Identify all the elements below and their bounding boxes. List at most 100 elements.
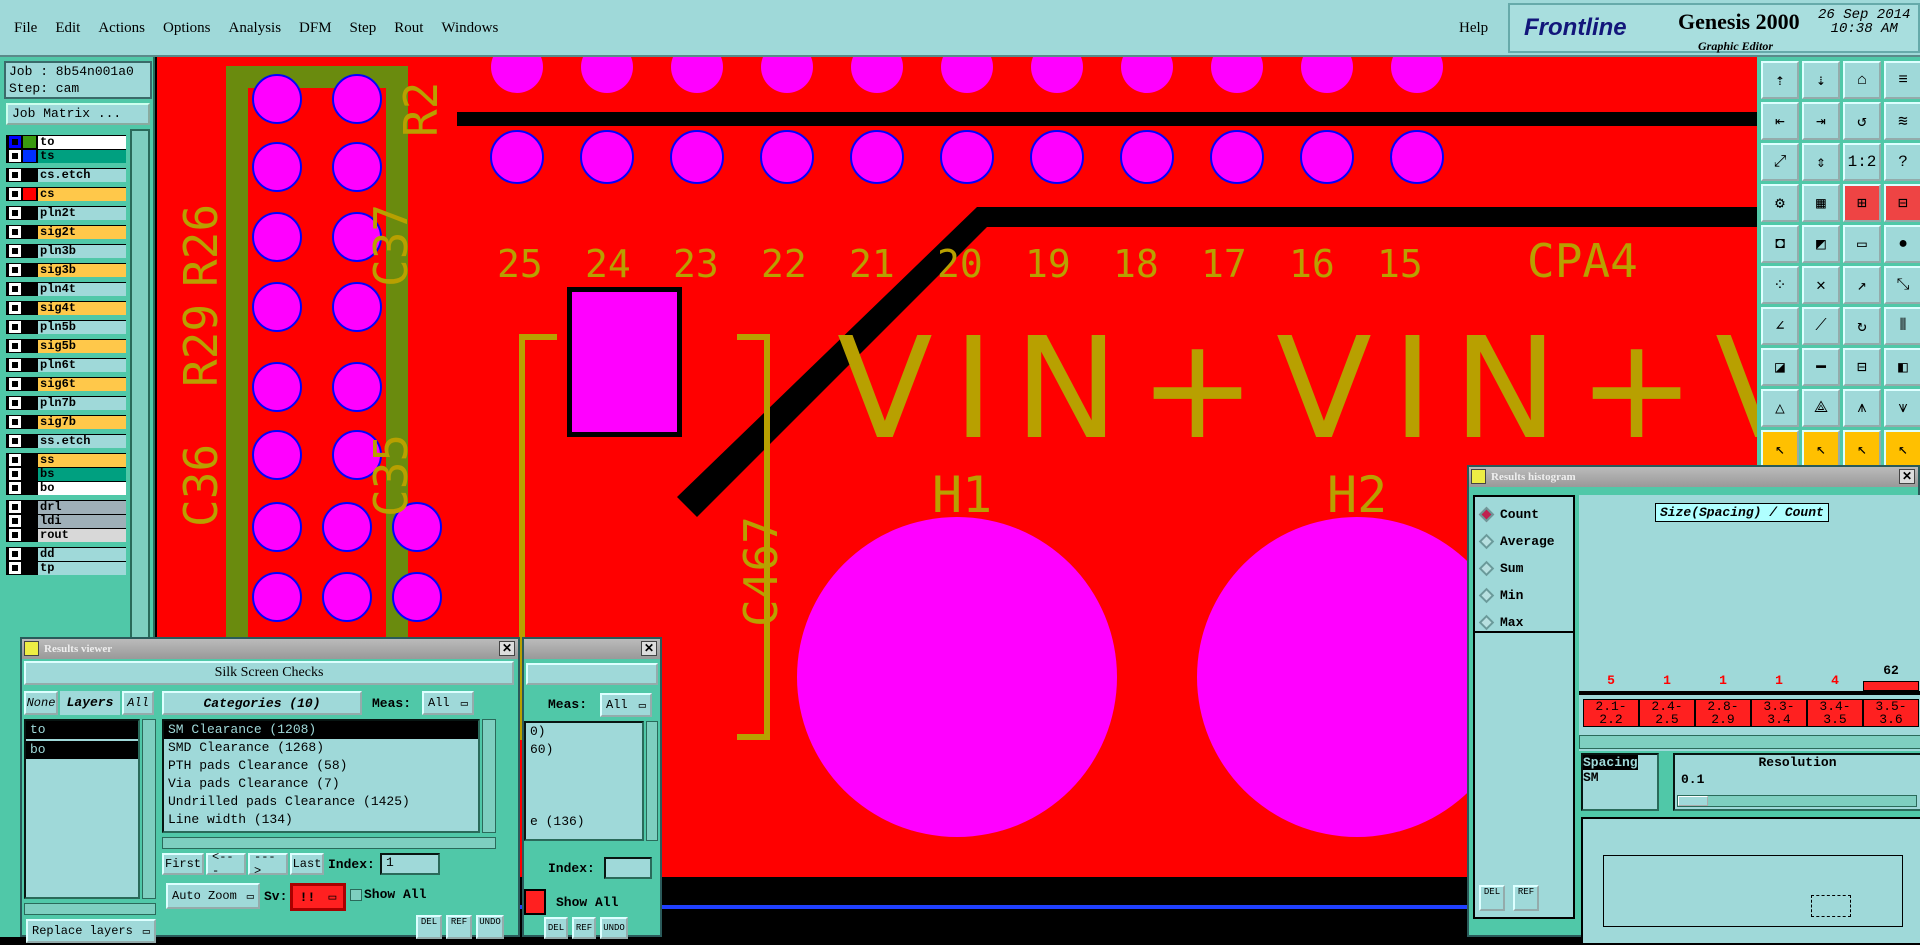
categories-button[interactable]: Categories (10) [162, 691, 362, 715]
meas-dropdown[interactable]: All▭ [600, 693, 652, 717]
layer-name[interactable]: sig4t [38, 301, 126, 315]
severity-dropdown[interactable] [524, 889, 546, 915]
first-button[interactable]: First [162, 853, 204, 875]
tool-button-icon-37[interactable]: ↖ [1761, 430, 1799, 468]
tool-button-icon-30[interactable]: ━ [1802, 348, 1840, 386]
layer-name[interactable]: pln7b [38, 396, 126, 410]
tool-button-icon-32[interactable]: ◧ [1884, 348, 1920, 386]
menu-windows[interactable]: Windows [441, 20, 499, 36]
del-button[interactable]: DEL [1479, 885, 1505, 911]
tool-button-icon-40[interactable]: ↖ [1884, 430, 1920, 468]
layer-row-pln2t[interactable]: pln2t [6, 206, 126, 220]
layer-row-cs.etch[interactable]: cs.etch [6, 168, 126, 182]
layer-checkbox[interactable] [9, 482, 21, 494]
layer-checkbox[interactable] [9, 454, 21, 466]
tool-button-icon-38[interactable]: ↖ [1802, 430, 1840, 468]
tool-button-icon-11[interactable]: 1:2 [1843, 143, 1881, 181]
layer-checkbox[interactable] [9, 188, 21, 200]
layer-row-tp[interactable]: tp [6, 561, 126, 575]
layer-name[interactable]: sig5b [38, 339, 126, 353]
list-item[interactable]: e (136) [530, 814, 585, 829]
layer-checkbox[interactable] [9, 529, 21, 541]
all-button[interactable]: All [122, 691, 154, 715]
last-button[interactable]: Last [290, 853, 324, 875]
index-input[interactable] [604, 857, 652, 879]
layer-row-ldi[interactable]: ldi [6, 514, 126, 528]
tool-button-icon-4[interactable]: ≡ [1884, 61, 1920, 99]
layer-checkbox[interactable] [9, 378, 21, 390]
tool-button-icon-24[interactable]: ⤡ [1884, 266, 1920, 304]
layer-name[interactable]: sig7b [38, 415, 126, 429]
layer-row-pln3b[interactable]: pln3b [6, 244, 126, 258]
tool-button-icon-21[interactable]: ⁘ [1761, 266, 1799, 304]
ref-button[interactable]: REF [446, 915, 472, 939]
menu-step[interactable]: Step [349, 20, 377, 36]
del-button[interactable]: DEL [544, 917, 568, 939]
option-sum[interactable]: Sum [1475, 555, 1573, 582]
layer-row-pln4t[interactable]: pln4t [6, 282, 126, 296]
tool-button-icon-35[interactable]: ⩚ [1843, 389, 1881, 427]
layer-name[interactable]: sig6t [38, 377, 126, 391]
tool-button-icon-14[interactable]: ▦ [1802, 184, 1840, 222]
tool-button-icon-7[interactable]: ↺ [1843, 102, 1881, 140]
overview-viewport[interactable] [1811, 895, 1851, 917]
layer-row-ss[interactable]: ss [6, 453, 126, 467]
tool-button-icon-34[interactable]: ⟁ [1802, 389, 1840, 427]
layer-checkbox[interactable] [9, 264, 21, 276]
menu-analysis[interactable]: Analysis [228, 20, 282, 36]
category-item[interactable]: Via pads Clearance (7) [168, 776, 340, 791]
layer-name[interactable]: sig2t [38, 225, 126, 239]
layer-name[interactable]: dd [38, 547, 126, 561]
category-list[interactable]: SM Clearance (1208)SMD Clearance (1268)P… [162, 719, 480, 833]
layer-row-pln7b[interactable]: pln7b [6, 396, 126, 410]
layer-name[interactable]: ss [38, 453, 126, 467]
tool-button-icon-39[interactable]: ↖ [1843, 430, 1881, 468]
layer-name[interactable]: pln3b [38, 244, 126, 258]
layer-row-sig6t[interactable]: sig6t [6, 377, 126, 391]
list-item[interactable]: SM [1583, 770, 1599, 785]
tool-button-icon-16[interactable]: ⊟ [1884, 184, 1920, 222]
show-all-checkbox[interactable]: Show All [556, 895, 619, 910]
layer-name[interactable]: pln2t [38, 206, 126, 220]
meas-dropdown[interactable]: All▭ [422, 691, 474, 715]
option-max[interactable]: Max [1475, 609, 1573, 636]
layer-name[interactable]: bo [38, 481, 126, 495]
category-list[interactable]: 0) 60) e (136) [524, 721, 644, 841]
tool-button-icon-18[interactable]: ◩ [1802, 225, 1840, 263]
layer-checkbox[interactable] [9, 226, 21, 238]
tool-button-icon-6[interactable]: ⇥ [1802, 102, 1840, 140]
layer-checkbox[interactable] [9, 340, 21, 352]
layer-checkbox[interactable] [9, 562, 21, 574]
undo-button[interactable]: UNDO [476, 915, 504, 939]
layer-row-sig2t[interactable]: sig2t [6, 225, 126, 239]
menu-edit[interactable]: Edit [55, 20, 81, 36]
layer-row-drl[interactable]: drl [6, 500, 126, 514]
category-item[interactable]: Line width (134) [168, 812, 293, 827]
tool-button-icon-20[interactable]: ● [1884, 225, 1920, 263]
del-button[interactable]: DEL [416, 915, 442, 939]
layer-row-bs[interactable]: bs [6, 467, 126, 481]
replace-layers-dropdown[interactable]: Replace layers▭ [26, 919, 156, 943]
ref-button[interactable]: REF [572, 917, 596, 939]
layer-checkbox[interactable] [9, 136, 21, 148]
layer-name[interactable]: pln4t [38, 282, 126, 296]
option-average[interactable]: Average [1475, 528, 1573, 555]
close-icon[interactable]: ✕ [641, 641, 657, 656]
layer-name[interactable]: cs.etch [38, 168, 126, 182]
layer-row-dd[interactable]: dd [6, 547, 126, 561]
tool-button-icon-5[interactable]: ⇤ [1761, 102, 1799, 140]
category-item[interactable]: Undrilled pads Clearance (1425) [168, 794, 410, 809]
layer-name[interactable]: pln6t [38, 358, 126, 372]
measure-list[interactable]: Spacing SM [1581, 753, 1659, 811]
list-item[interactable]: 0) [530, 724, 546, 739]
layer-name[interactable]: drl [38, 500, 126, 514]
list-item[interactable]: bo [26, 741, 138, 759]
layer-row-cs[interactable]: cs [6, 187, 126, 201]
layer-checkbox[interactable] [9, 207, 21, 219]
layer-name[interactable]: cs [38, 187, 126, 201]
list-item[interactable]: 60) [530, 742, 554, 757]
prev-button[interactable]: <--- [206, 850, 246, 878]
layer-results-list[interactable]: to bo [24, 719, 140, 899]
layer-checkbox[interactable] [9, 416, 21, 428]
layer-name[interactable]: ss.etch [38, 434, 126, 448]
